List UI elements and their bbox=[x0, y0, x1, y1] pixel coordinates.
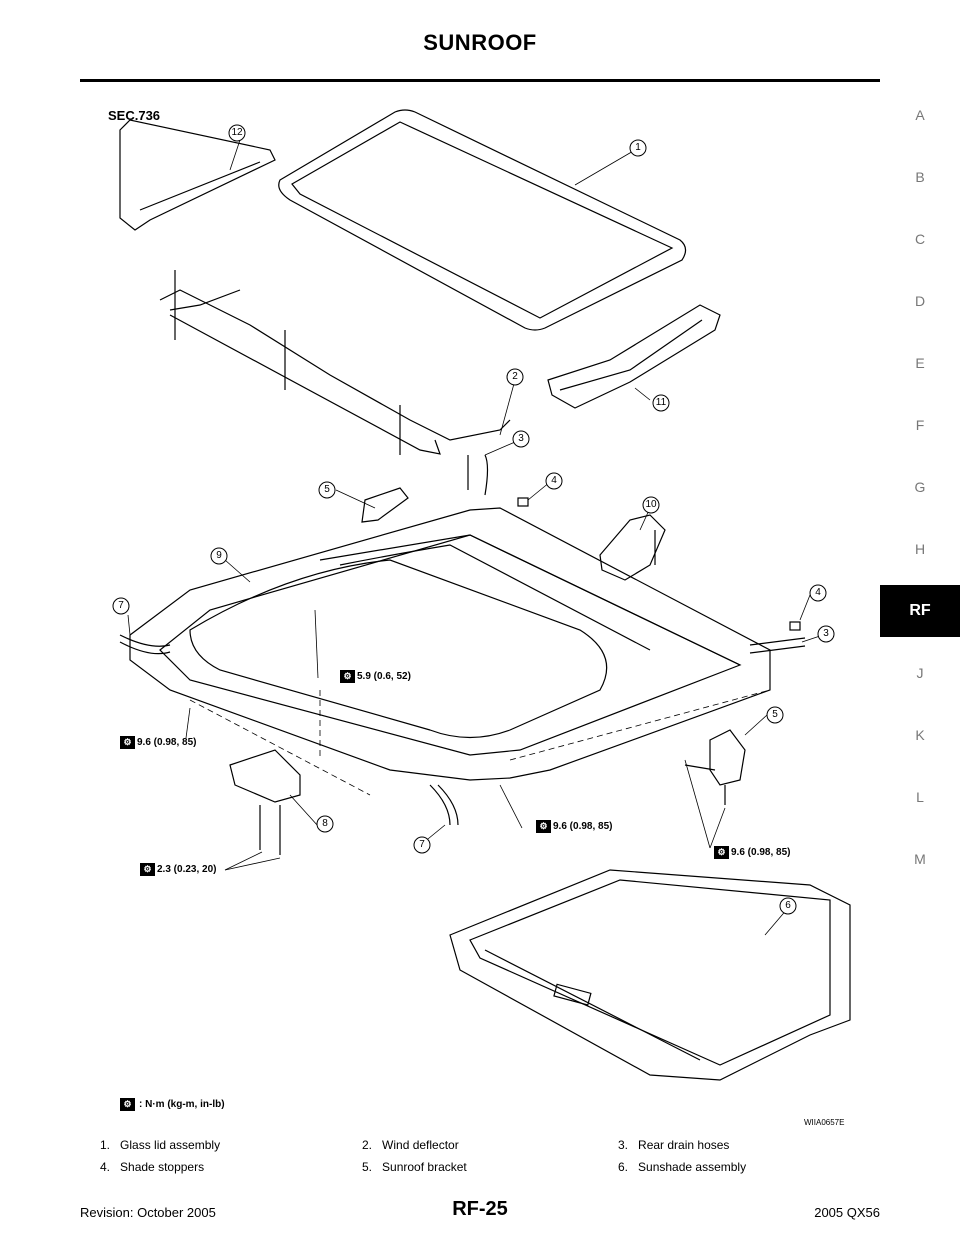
torque-wrench-icon: ⚙ bbox=[140, 863, 155, 876]
section-tab-b[interactable]: B bbox=[915, 169, 925, 185]
torque-legend: ⚙: N·m (kg-m, in-lb) bbox=[120, 1098, 225, 1111]
section-tab-k[interactable]: K bbox=[915, 727, 925, 743]
callout-label: 8 bbox=[322, 818, 328, 829]
section-tab-h[interactable]: H bbox=[914, 541, 926, 557]
callout-label: 7 bbox=[419, 839, 425, 850]
part-sunroof-frame bbox=[129, 507, 771, 781]
section-number: SEC.736 bbox=[108, 108, 161, 123]
part-front-drain-hoses bbox=[119, 634, 459, 826]
page-title: SUNROOF bbox=[423, 30, 537, 55]
torque-wrench-icon: ⚙ bbox=[714, 846, 729, 859]
callout-label: 6 bbox=[785, 900, 791, 911]
callout-label: 9 bbox=[216, 550, 222, 561]
vehicle-model: 2005 QX56 bbox=[814, 1205, 880, 1220]
callout-label: 11 bbox=[655, 397, 667, 408]
part-rear-trim bbox=[547, 304, 721, 409]
callout-label: 10 bbox=[645, 499, 657, 510]
callout-label: 5 bbox=[772, 709, 778, 720]
part-sunshade bbox=[449, 869, 851, 1081]
torque-wrench-icon: ⚙ bbox=[120, 736, 135, 749]
part-side-trim-left bbox=[119, 119, 276, 231]
list-item: 3. Rear drain hoses bbox=[618, 1138, 730, 1152]
list-item: 1. Glass lid assembly bbox=[100, 1138, 221, 1152]
figure-code: WIIA0657E bbox=[804, 1118, 845, 1127]
callout-label: 1 bbox=[635, 142, 641, 153]
part-bracket-lower-right bbox=[684, 729, 746, 805]
section-tab-j[interactable]: J bbox=[916, 665, 924, 681]
torque-wrench-icon: ⚙ bbox=[536, 820, 551, 833]
part-bracket-right bbox=[599, 514, 666, 581]
callout-label: 7 bbox=[118, 600, 124, 611]
callout-label: 3 bbox=[518, 433, 524, 444]
section-tab-f[interactable]: F bbox=[915, 417, 925, 433]
part-glass-lid bbox=[278, 109, 687, 331]
callout-label: 3 bbox=[823, 628, 829, 639]
section-tab-c[interactable]: C bbox=[914, 231, 926, 247]
section-tab-m[interactable]: M bbox=[914, 851, 926, 867]
title-divider bbox=[80, 79, 880, 82]
list-item: 4. Shade stoppers bbox=[100, 1160, 205, 1174]
torque-spec-4: ⚙9.6 (0.98, 85) bbox=[714, 846, 790, 859]
callout-label: 5 bbox=[324, 484, 330, 495]
part-wind-deflector bbox=[159, 270, 511, 455]
sunroof-exploded-diagram bbox=[90, 90, 870, 1130]
callout-label: 4 bbox=[815, 587, 821, 598]
part-bracket-upper bbox=[361, 454, 529, 523]
torque-wrench-icon: ⚙ bbox=[340, 670, 355, 683]
torque-spec-2: ⚙9.6 (0.98, 85) bbox=[120, 736, 196, 749]
callout-label: 2 bbox=[512, 371, 518, 382]
torque-spec-5: ⚙2.3 (0.23, 20) bbox=[140, 863, 216, 876]
list-item: 5. Sunroof bracket bbox=[362, 1160, 467, 1174]
section-tab-e[interactable]: E bbox=[915, 355, 925, 371]
revision-date: Revision: October 2005 bbox=[80, 1205, 216, 1220]
alignment-lines bbox=[189, 689, 771, 796]
torque-wrench-icon: ⚙ bbox=[120, 1098, 135, 1111]
page-number: RF-25 bbox=[452, 1198, 508, 1220]
callout-label: 4 bbox=[551, 475, 557, 486]
section-tab-d[interactable]: D bbox=[914, 293, 926, 309]
list-item: 6. Sunshade assembly bbox=[618, 1160, 747, 1174]
section-tab-g[interactable]: G bbox=[914, 479, 926, 495]
section-tab-a[interactable]: A bbox=[915, 107, 925, 123]
section-tab-l[interactable]: L bbox=[916, 789, 924, 805]
part-sunroof-motor bbox=[229, 749, 301, 855]
part-rear-drain-hose-right bbox=[749, 621, 806, 654]
torque-spec-3: ⚙9.6 (0.98, 85) bbox=[536, 820, 612, 833]
torque-spec-1: ⚙5.9 (0.6, 52) bbox=[340, 670, 411, 683]
section-index-tabs: A B C D E F G H RF J K L M bbox=[880, 95, 960, 895]
section-tab-rf[interactable]: RF bbox=[880, 585, 960, 637]
callout-label: 12 bbox=[231, 127, 243, 138]
list-item: 2. Wind deflector bbox=[362, 1138, 459, 1152]
